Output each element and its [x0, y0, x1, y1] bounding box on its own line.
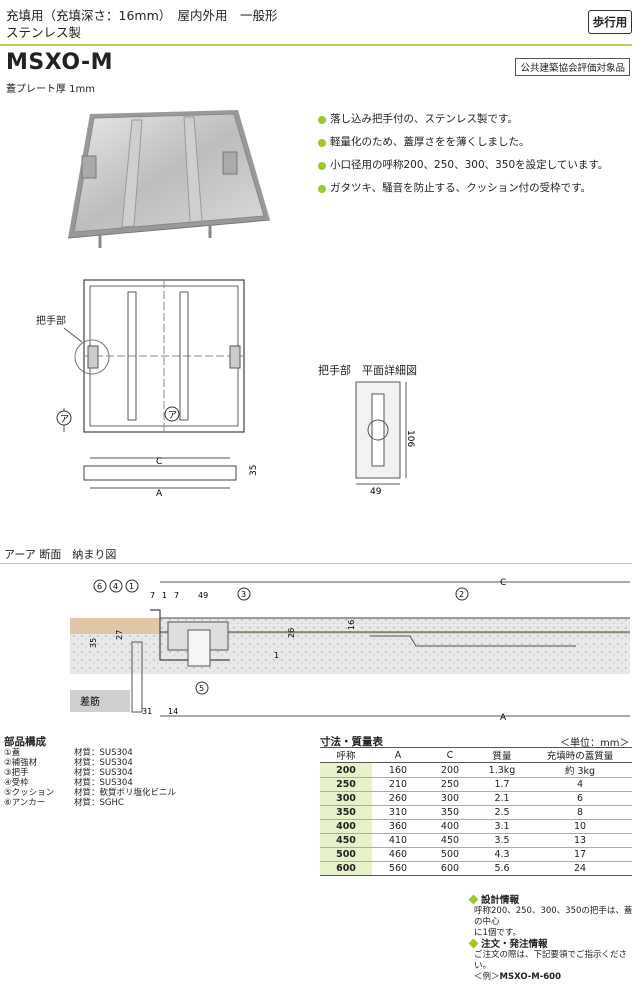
plate-note: 蓋プレート厚 1mm	[6, 84, 96, 95]
parts-title: 部品構成	[4, 736, 46, 748]
product-photo	[67, 110, 271, 248]
svg-text:1: 1	[129, 582, 134, 591]
dim-7-right: 7	[174, 591, 179, 600]
feature-item: 落し込み把手付の、ステンレス製です。	[318, 108, 628, 131]
dim-27: 27	[115, 630, 124, 640]
dimension-table-title: 寸法・質量表	[320, 736, 383, 748]
section-mark-left: ア	[60, 415, 69, 425]
dim-a-section: A	[500, 713, 507, 723]
dim-14: 14	[168, 707, 178, 716]
handle-label: 把手部	[36, 314, 66, 327]
unit-label: ＜単位：mm＞	[560, 738, 630, 749]
dim-c-section: C	[500, 578, 506, 588]
handle-detail-drawing: 106 49	[355, 381, 415, 497]
model-name: MSXO-M	[6, 50, 114, 75]
dim-7-left: 7	[150, 591, 155, 600]
dim-a: A	[156, 489, 163, 498]
plan-drawing: 把手部 ア ア C A 35	[36, 279, 259, 498]
order-example: MSXO-M-600	[499, 972, 561, 982]
order-info: 注文・発注情報 ご注文の際は、下記要領でご指示ください。 ＜例＞MSXO-M-6…	[468, 936, 635, 983]
svg-text:2: 2	[459, 590, 464, 599]
dim-31: 31	[142, 707, 152, 716]
dim-1-lower: 1	[274, 651, 279, 660]
parts-list: ①蓋材質：SUS304 ②補強材材質：SUS304 ③把手材質：SUS304 ④…	[4, 748, 176, 808]
list-item: ⑥アンカー材質：SGHC	[4, 798, 124, 808]
list-item: ①蓋材質：SUS304	[4, 748, 133, 758]
list-item: ②補強材材質：SUS304	[4, 758, 133, 768]
list-item: ⑤クッション材質：軟質ポリ塩化ビニル	[4, 788, 177, 798]
feature-item: 小口径用の呼称200、250、300、350を設定しています。	[318, 154, 628, 177]
design-info: 設計情報 呼称200、250、300、350の把手は、蓋の中心に1個です。	[468, 892, 635, 939]
section-rule	[0, 563, 632, 564]
bullet-icon	[318, 115, 326, 124]
svg-text:6: 6	[97, 582, 102, 591]
dim-35: 35	[249, 465, 259, 476]
section-title: アーア 断面 納まり図	[4, 548, 117, 561]
list-item: ③把手材質：SUS304	[4, 768, 133, 778]
dim-26: 26	[287, 628, 296, 638]
callout-1: 1	[125, 579, 139, 593]
feature-item: ガタツキ、騒音を防止する、クッション付の受枠です。	[318, 177, 628, 200]
svg-text:4: 4	[113, 582, 118, 591]
dim-106: 106	[405, 430, 415, 447]
walk-badge: 歩行用	[588, 10, 632, 34]
dim-1: 1	[162, 591, 167, 600]
dim-49-section: 49	[198, 591, 208, 600]
dim-c: C	[156, 457, 162, 467]
table-header-row: 呼称 A C 質量 充填時の蓋質量	[320, 747, 632, 763]
svg-text:3: 3	[241, 590, 246, 599]
dim-16: 16	[347, 620, 356, 630]
section-mark-right: ア	[168, 411, 177, 421]
callout-6: 6	[93, 579, 107, 593]
feature-item: 軽量化のため、蓋厚さをを薄くしました。	[318, 131, 628, 154]
diamond-icon	[468, 894, 479, 904]
diamond-icon	[468, 938, 479, 948]
spec-line-2: ステンレス製	[6, 25, 82, 40]
section-drawing: 差筋 C A 7 1 7 49 35 27 26 16 1 31 14 6 4 …	[70, 578, 630, 723]
callout-3: 3	[237, 587, 251, 601]
dim-49: 49	[370, 487, 382, 497]
callout-5: 5	[195, 681, 209, 695]
rebar-label: 差筋	[80, 695, 100, 708]
certification-badge: 公共建築協会評価対象品	[515, 58, 630, 76]
bullet-icon	[318, 161, 326, 170]
spec-line-1: 充填用（充填深さ：16mm） 屋内外用 一般形	[6, 8, 278, 23]
callout-4: 4	[109, 579, 123, 593]
svg-text:5: 5	[199, 684, 204, 693]
handle-detail-title: 把手部 平面詳細図	[318, 364, 417, 377]
bullet-icon	[318, 138, 326, 147]
header-rule	[0, 44, 632, 46]
feature-list: 落し込み把手付の、ステンレス製です。 軽量化のため、蓋厚さをを薄くしました。 小…	[318, 108, 628, 200]
callout-2: 2	[455, 587, 469, 601]
dim-35-section: 35	[89, 638, 98, 648]
list-item: ④受枠材質：SUS304	[4, 778, 133, 788]
bullet-icon	[318, 184, 326, 193]
